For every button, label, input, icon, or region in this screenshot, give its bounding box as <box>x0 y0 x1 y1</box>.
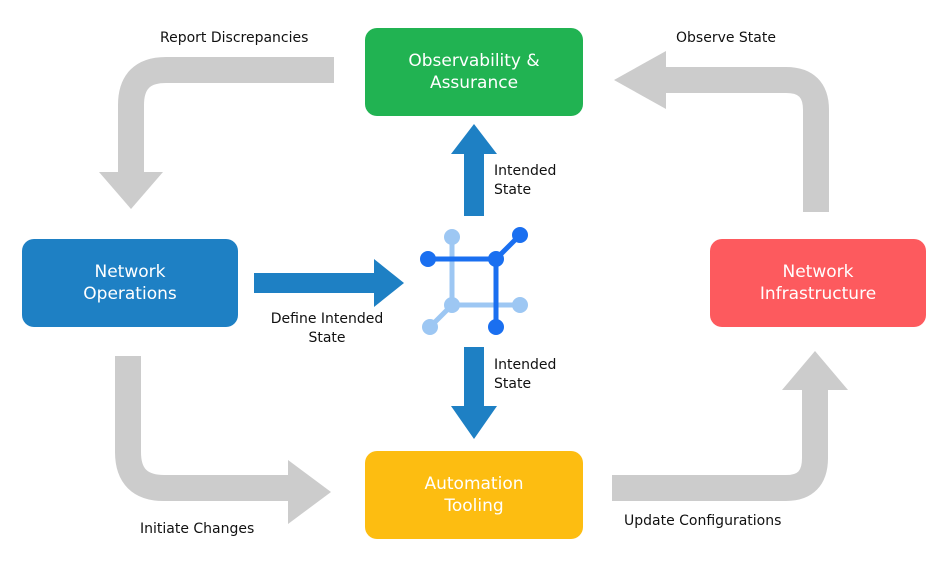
node-label: Network Infrastructure <box>759 262 877 304</box>
arrowhead-observe-state <box>614 51 666 109</box>
loop-arrow-observe-state <box>666 67 829 212</box>
edge-label-initiate-changes: Initiate Changes <box>140 521 255 537</box>
arrowhead-report-discrepancies <box>99 172 163 209</box>
intent-arrow-down-shaft <box>464 347 484 409</box>
intent-arrow-right-head <box>374 259 404 307</box>
edge-label-define-intended-state: Define Intended State <box>270 311 384 346</box>
edge-label-intended-state-down: Intended State <box>494 357 557 392</box>
network-graph-icon <box>420 227 528 335</box>
node-label: Observability & Assurance <box>408 51 540 93</box>
edge-label-observe-state: Observe State <box>676 30 776 46</box>
loop-arrow-update-configurations <box>612 390 828 501</box>
node-label: Automation Tooling <box>424 474 524 516</box>
node-network-infrastructure: Network Infrastructure <box>710 239 926 327</box>
edge-label-intended-state-up: Intended State <box>494 163 557 198</box>
intent-arrow-up-shaft <box>464 152 484 216</box>
loop-arrow-initiate-changes <box>115 356 292 501</box>
intent-arrow-right-shaft <box>254 273 378 293</box>
loop-arrow-report-discrepancies <box>118 57 334 172</box>
node-label: Network Operations <box>83 262 177 304</box>
node-network-operations: Network Operations <box>22 239 238 327</box>
arrowhead-update-configurations <box>782 351 848 390</box>
node-automation-tooling: Automation Tooling <box>365 451 583 539</box>
arrowhead-initiate-changes <box>288 460 331 524</box>
edge-label-update-configurations: Update Configurations <box>624 513 782 529</box>
intent-arrow-up-head <box>451 124 497 154</box>
intent-arrow-down-head <box>451 406 497 439</box>
node-observability-assurance: Observability & Assurance <box>365 28 583 116</box>
edge-label-report-discrepancies: Report Discrepancies <box>160 30 309 46</box>
